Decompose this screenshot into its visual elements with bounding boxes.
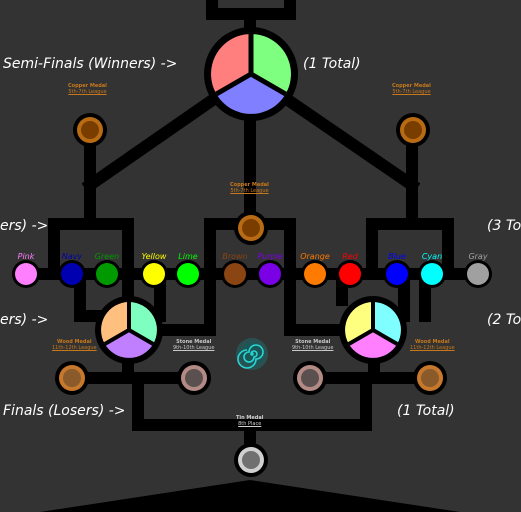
team-label-gray: Gray	[468, 252, 488, 261]
team-label-purple: Purple	[257, 252, 283, 261]
team-label-green: Green	[94, 252, 120, 261]
team-dot-gray[interactable]	[464, 260, 492, 288]
team-label-yellow: Yellow	[141, 252, 167, 261]
label-total-top: (1 Total)	[303, 56, 361, 72]
team-dot-green[interactable]	[93, 260, 121, 288]
team-label-red: Red	[342, 252, 358, 261]
copper-medal-node-right[interactable]	[396, 113, 430, 147]
semifinal-winners-pie[interactable]	[204, 27, 298, 121]
team-label-brown: Brown	[222, 252, 248, 261]
team-dot-navy[interactable]	[58, 260, 86, 288]
team-label-pink: Pink	[17, 252, 35, 261]
team-dot-orange[interactable]	[301, 260, 329, 288]
label-right-mid-2: (2 To	[487, 312, 521, 328]
label-finals-losers: Finals (Losers) ->	[3, 403, 126, 419]
stone-medal-node-right[interactable]	[293, 361, 327, 395]
team-label-navy: Navy	[61, 252, 83, 261]
label-right-mid-1: (3 To	[487, 218, 521, 234]
right-group-pie[interactable]	[339, 296, 407, 364]
team-label-orange: Orange	[300, 252, 330, 261]
team-dot-lime[interactable]	[174, 260, 202, 288]
stone-medal-node-left[interactable]	[177, 361, 211, 395]
bottom-mound	[40, 480, 460, 512]
tin-medal-node[interactable]	[234, 443, 268, 477]
team-label-cyan: Cyan	[421, 252, 443, 261]
copper-medal-node-center[interactable]	[234, 211, 268, 245]
team-dot-brown[interactable]	[221, 260, 249, 288]
team-dot-cyan[interactable]	[418, 260, 446, 288]
label-total-bottom: (1 Total)	[397, 403, 455, 419]
team-dot-red[interactable]	[336, 260, 364, 288]
wood-medal-node-left[interactable]	[55, 361, 89, 395]
left-group-pie[interactable]	[95, 296, 163, 364]
label-left-mid-1: ers) ->	[0, 218, 49, 234]
label-left-mid-2: ers) ->	[0, 312, 49, 328]
copper-medal-node-left[interactable]	[73, 113, 107, 147]
team-dots	[12, 260, 492, 288]
team-label-lime: Lime	[178, 252, 198, 261]
spiral-portal-icon[interactable]	[236, 338, 268, 370]
label-semifinals-winners: Semi-Finals (Winners) ->	[3, 56, 178, 72]
team-dot-purple[interactable]	[256, 260, 284, 288]
team-dot-pink[interactable]	[12, 260, 40, 288]
team-dot-yellow[interactable]	[140, 260, 168, 288]
wood-medal-node-right[interactable]	[413, 361, 447, 395]
team-label-blue: Blue	[388, 252, 406, 261]
team-dot-blue[interactable]	[383, 260, 411, 288]
